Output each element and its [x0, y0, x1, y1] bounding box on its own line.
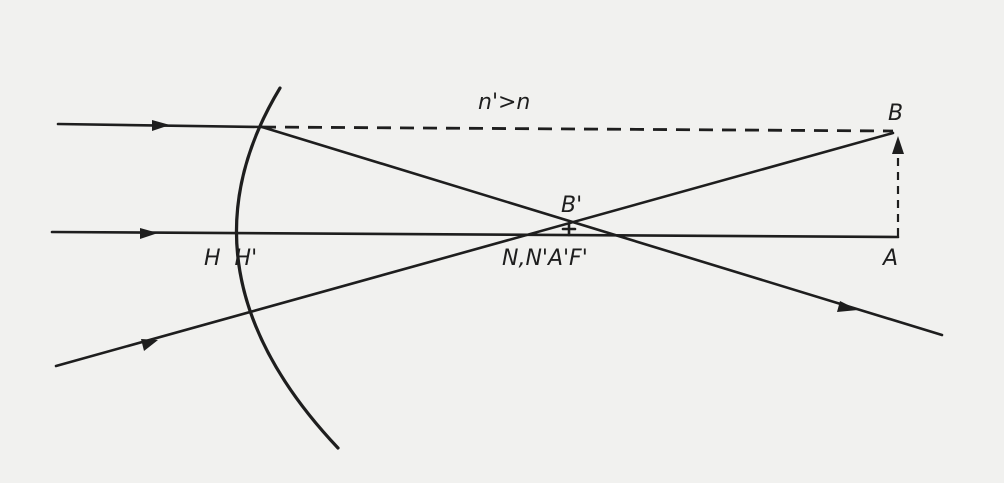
nodal-ray [54, 131, 895, 368]
ray-arrow-axis [140, 228, 158, 239]
index-relation-label: n'>n [478, 90, 530, 115]
point-b-label: B [888, 101, 903, 126]
refracted-ray-through-focus [260, 125, 944, 337]
principal-points-label: H H' [204, 246, 257, 271]
refracting-surface [234, 86, 340, 450]
object-arrowhead [892, 136, 904, 154]
ray-arrow-top [152, 120, 170, 131]
dashed-extension-to-b [261, 125, 894, 133]
optical-axis [50, 230, 900, 239]
point-a-label: A [881, 246, 898, 271]
ray-arrow-lower [141, 339, 158, 351]
nodal-image-focal-label: N,N'A'F' [502, 246, 588, 271]
point-b-prime-label: B' [561, 193, 582, 218]
ray-arrow-exit [837, 301, 858, 312]
